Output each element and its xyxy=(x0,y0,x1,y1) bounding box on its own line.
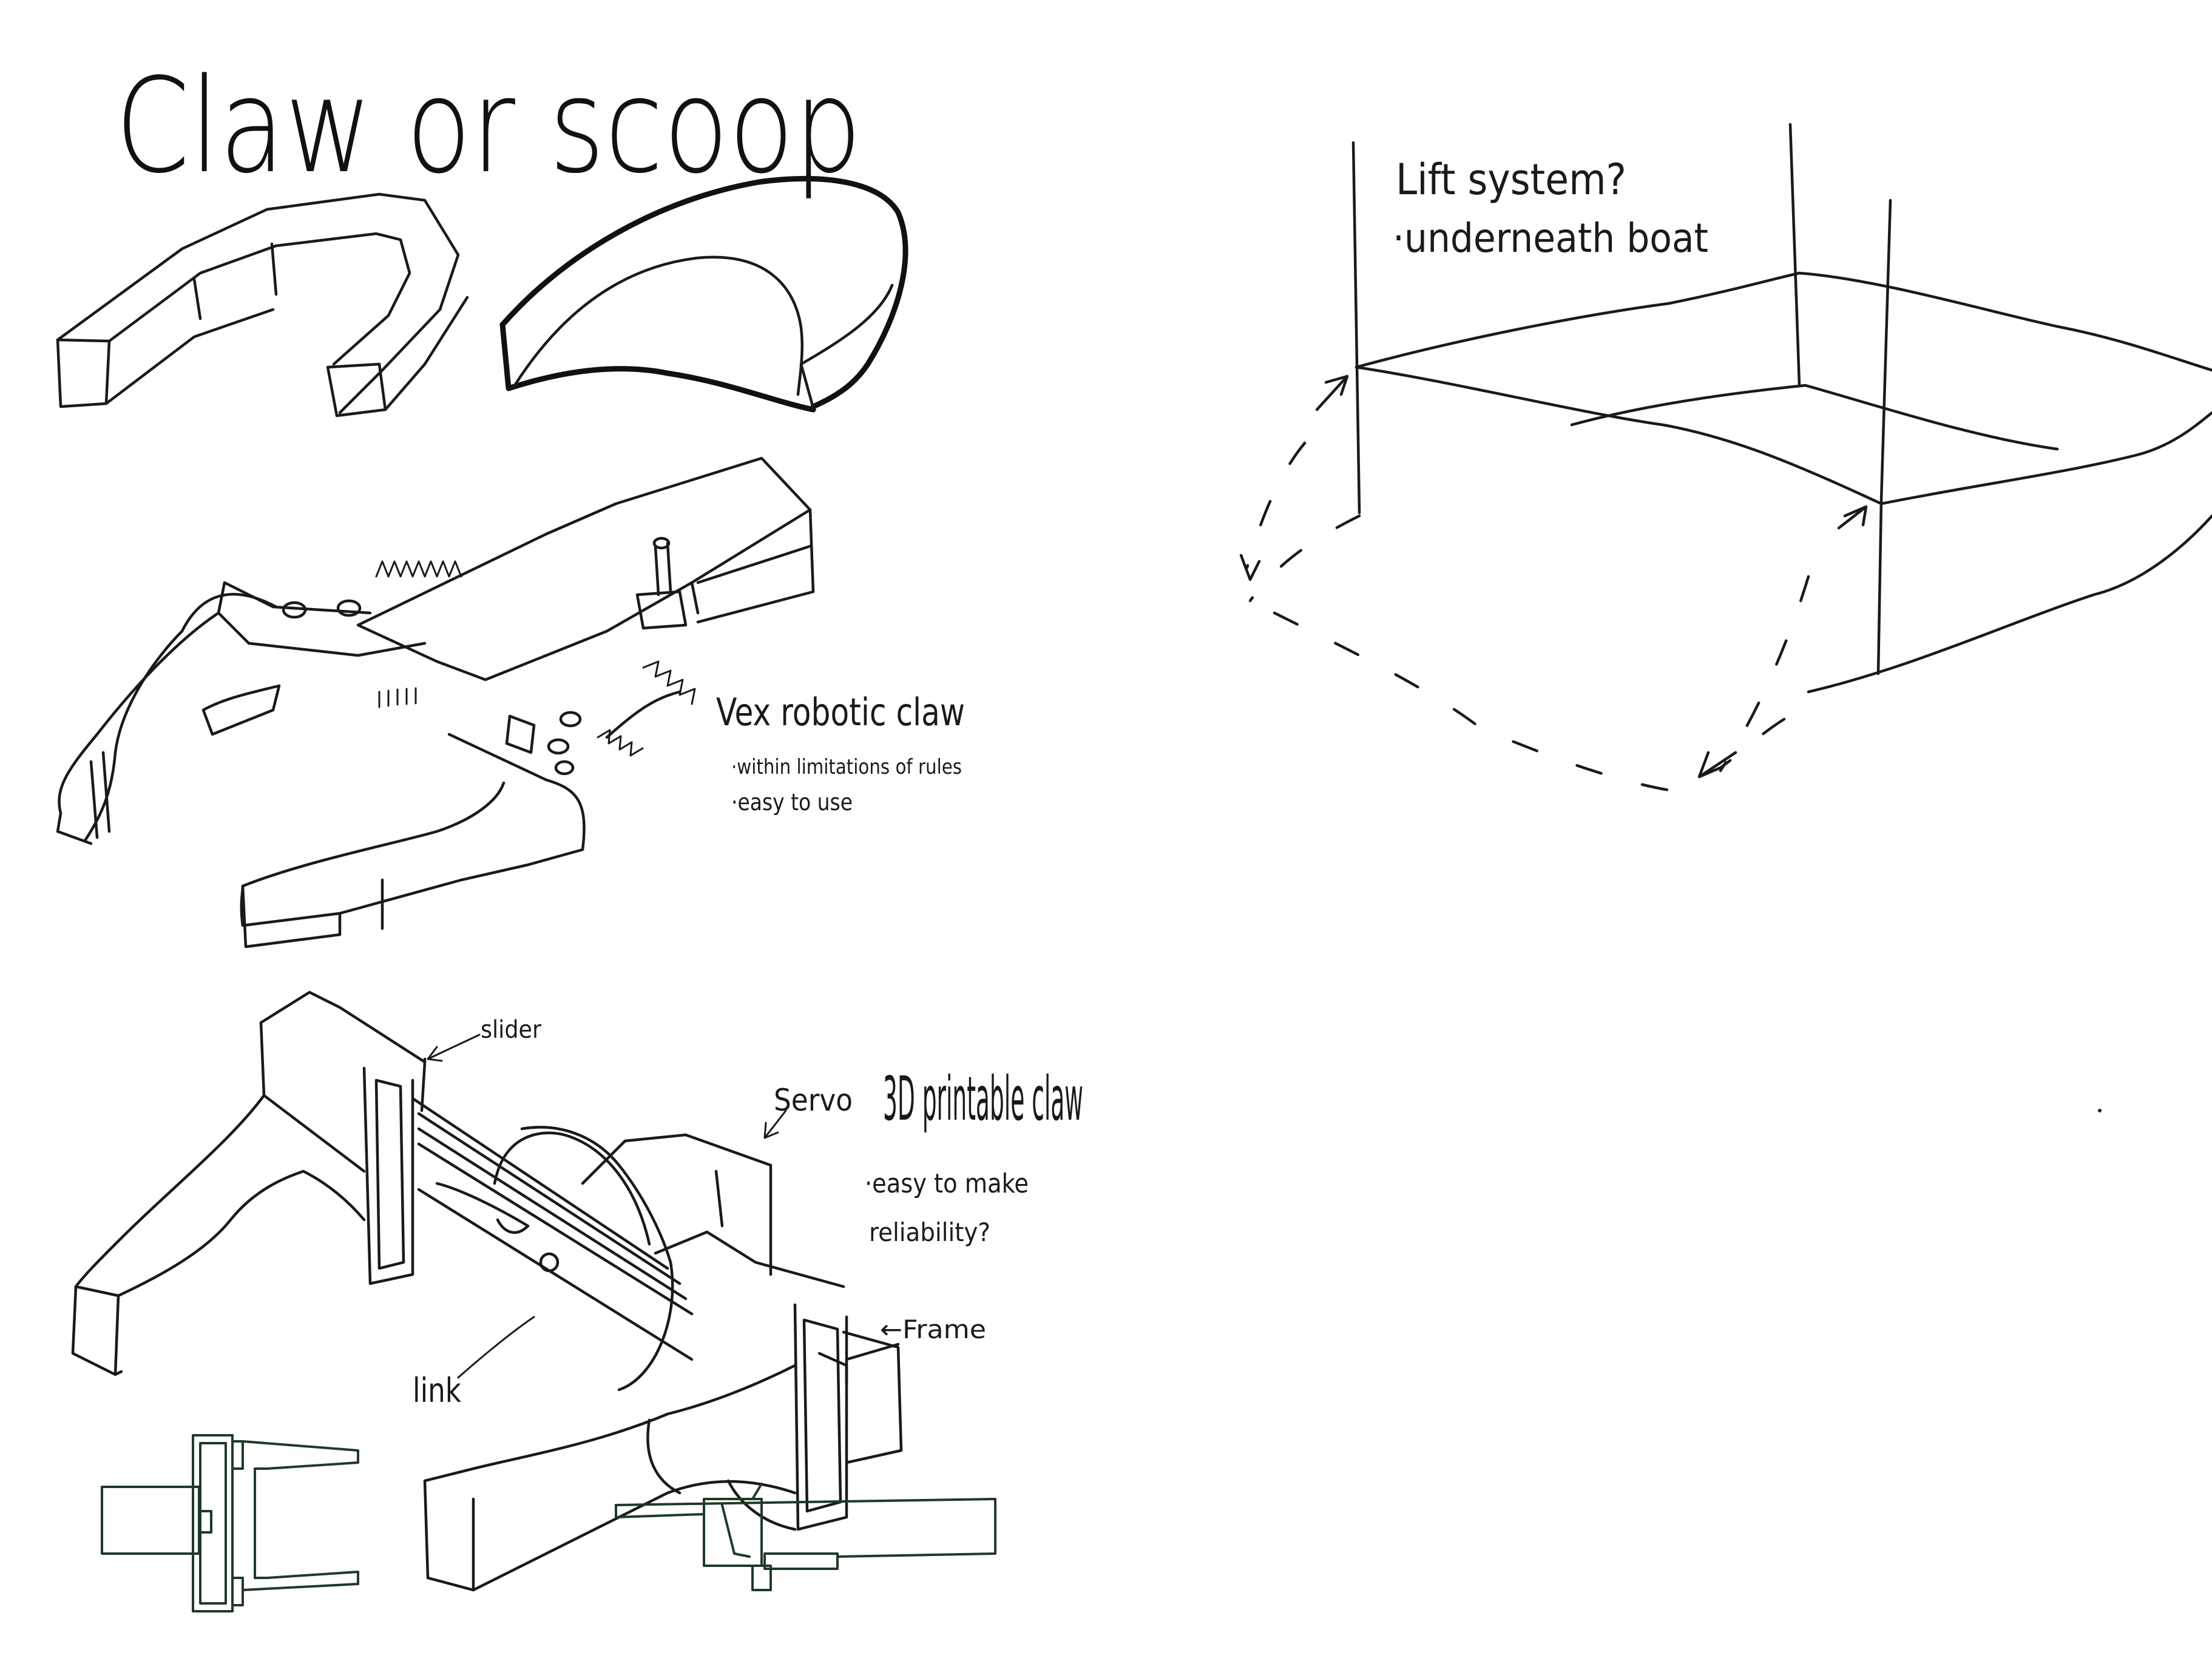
vex-claw-sketch xyxy=(56,456,815,949)
link-callout xyxy=(457,1316,535,1379)
printable-note-easy: ·easy to make xyxy=(865,1168,1029,1199)
stray-dot xyxy=(2098,1109,2102,1112)
lift-system-sketch xyxy=(1239,123,2212,797)
vex-note-rules: ·within limitations of rules xyxy=(731,755,962,779)
u-claw-sketch xyxy=(56,192,469,418)
page-title: Claw or scoop xyxy=(115,50,862,202)
top-view-sketch xyxy=(101,1434,359,1612)
servo-label: Servo xyxy=(774,1083,853,1118)
printable-claw-label: 3D printable claw xyxy=(883,1063,1083,1134)
frame-label: ←Frame xyxy=(880,1315,986,1344)
vex-claw-label: Vex robotic claw xyxy=(716,690,965,734)
vex-note-easy: ·easy to use xyxy=(731,789,853,816)
printable-note-reliability: reliability? xyxy=(869,1217,990,1247)
servo-callout xyxy=(763,1109,787,1139)
scoop-sketch xyxy=(499,175,908,413)
side-view-sketch xyxy=(615,1483,996,1591)
slider-callout xyxy=(427,1034,481,1062)
lift-system-label: Lift system? xyxy=(1396,155,1626,205)
printable-claw-sketch xyxy=(71,990,903,1592)
slider-label: slider xyxy=(481,1016,542,1044)
lift-system-note: ·underneath boat xyxy=(1393,215,1708,262)
link-label: link xyxy=(413,1371,461,1410)
